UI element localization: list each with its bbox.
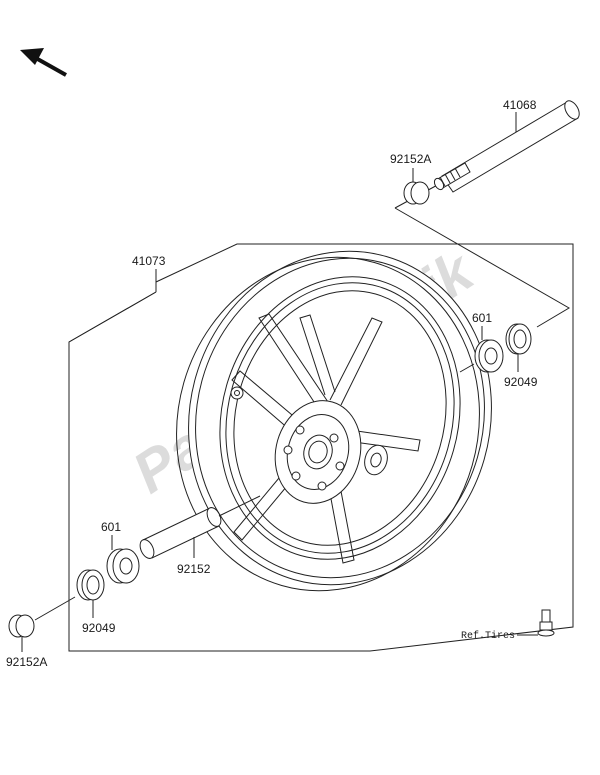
label-wheel: 41073 [132, 254, 166, 268]
bearing-left [106, 535, 140, 584]
label-axle: 41068 [503, 98, 537, 112]
axle [433, 100, 580, 193]
collar-top [403, 168, 430, 205]
assembly-outline [68, 243, 574, 652]
label-seal-left: 92049 [82, 621, 116, 635]
collar-bottom [8, 596, 76, 652]
label-collar-top: 92152A [390, 152, 431, 166]
wheel [176, 250, 492, 592]
label-spacer: 92152 [177, 562, 211, 576]
bearing-right [474, 326, 504, 373]
seal-right [505, 323, 532, 372]
label-seal-right: 92049 [504, 375, 538, 389]
label-bearing-right: 601 [472, 311, 492, 325]
valve-stem [517, 609, 555, 637]
arrow-up-left-icon [20, 48, 67, 77]
label-tire-ref: Ref.Tires [461, 630, 515, 642]
label-collar-bottom: 92152A [6, 655, 47, 669]
spacer [139, 495, 261, 559]
label-bearing-left: 601 [101, 520, 121, 534]
seal-left [76, 569, 105, 618]
